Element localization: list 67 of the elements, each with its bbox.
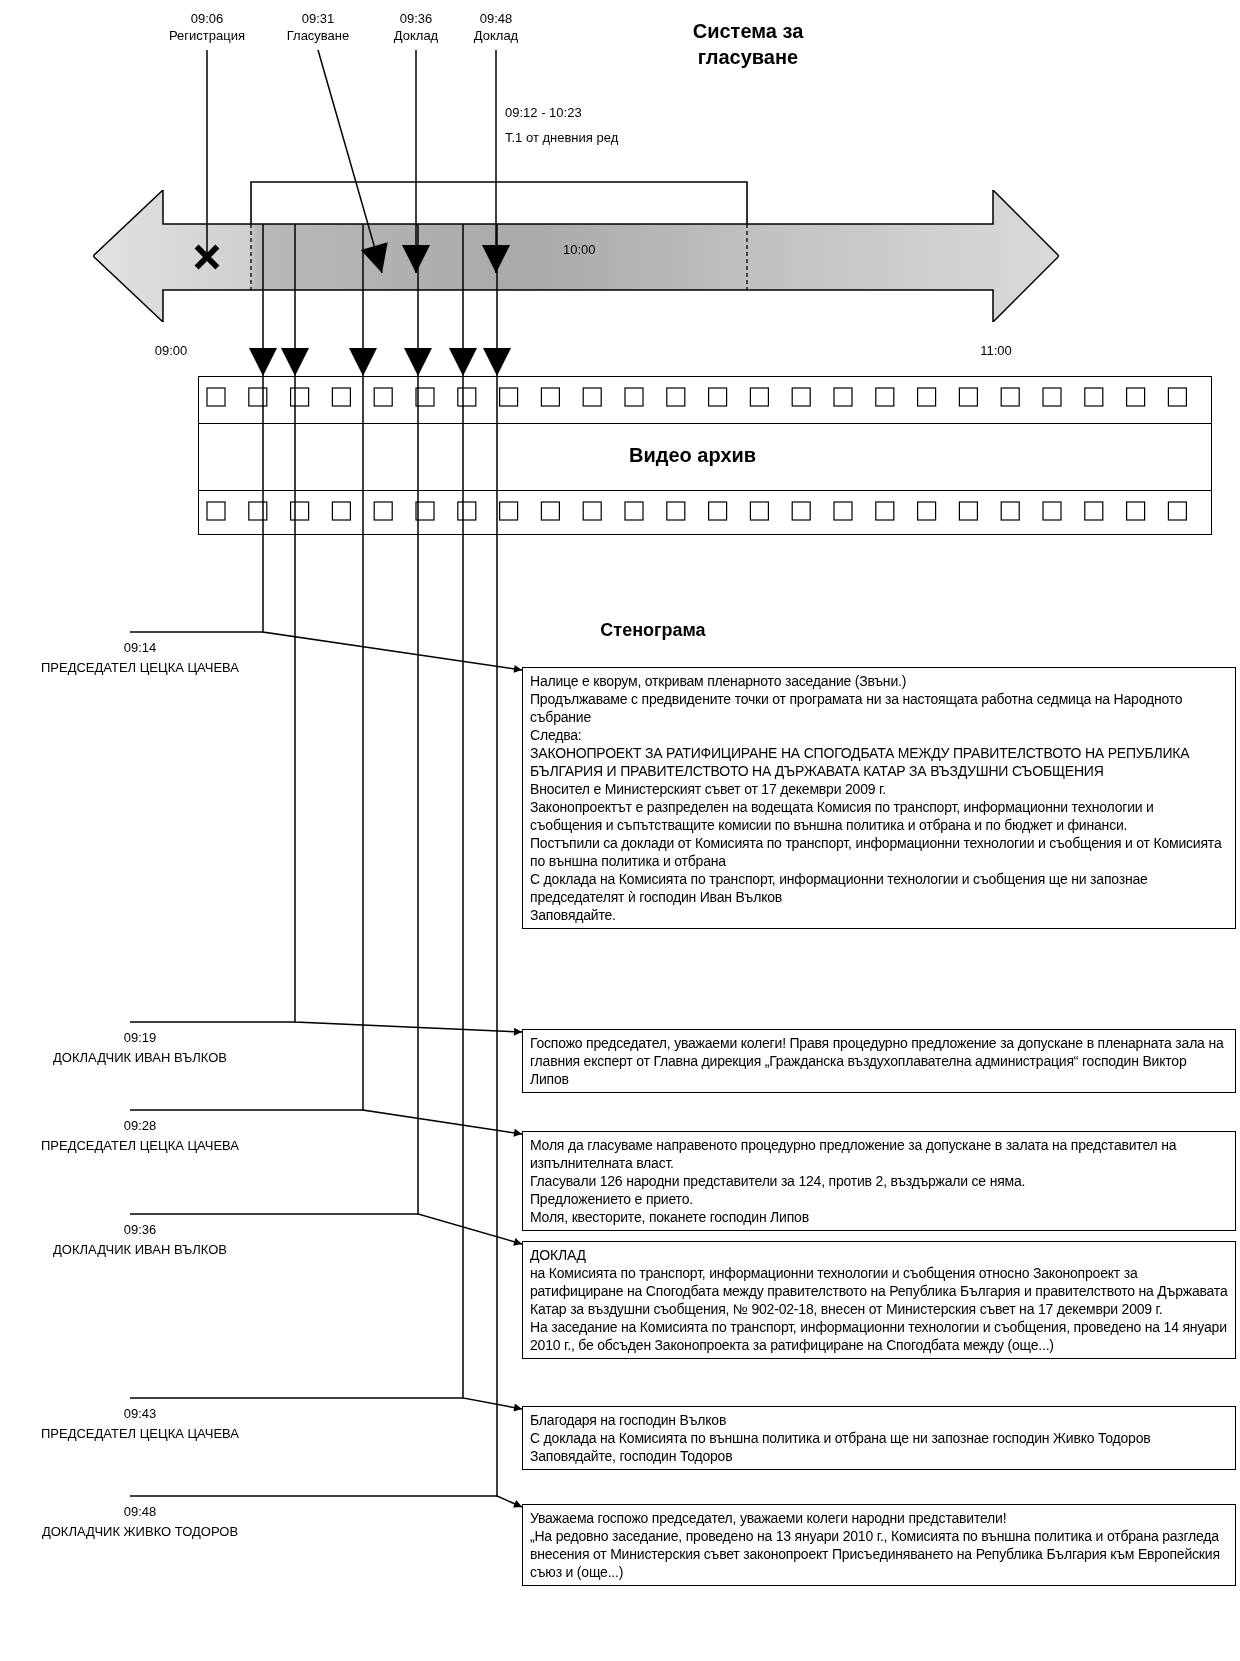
arrow: [294, 375, 523, 1036]
arrow: [417, 375, 523, 1246]
transcript-box: [522, 1029, 1236, 1093]
transcript-box: [522, 1131, 1236, 1231]
event-time: 09:48: [478, 10, 514, 27]
speaker-name: ДОКЛАДЧИК ЖИВКО ТОДОРОВ: [40, 1523, 240, 1541]
transcript-paragraph: Заповядайте, господин Тодоров: [530, 1447, 734, 1465]
section-heading: Система за гласуване: [691, 19, 805, 70]
transcript-paragraph: С доклада на Комисията по транспорт, информационни технологии и съобщения ще ни запознае председателят ѝ господин Иван Вълков: [530, 870, 1149, 906]
timestamp: 09:19: [122, 1029, 158, 1047]
section-heading: Стенограма: [599, 620, 707, 641]
arrow: [482, 49, 510, 274]
timestamp: 09:43: [122, 1405, 158, 1423]
transcript-box: [522, 1241, 1236, 1359]
event-time: 09:36: [398, 10, 434, 27]
transcript-paragraph: Заповядайте.: [530, 906, 617, 924]
arrow: [362, 375, 523, 1137]
transcript-paragraph: Продължаваме с предвидените точки от програмата ни за настоящата работна седмица на Народното събрание: [530, 690, 1184, 726]
transcript-paragraph: Уважаема госпожо председател, уважаеми колеги народни представители!: [530, 1509, 1008, 1527]
transcript-paragraph: Постъпили са доклади от Комисията по транспорт, информационни технологии и съобщения и от Комисията по външна политика и отбрана: [530, 834, 1223, 870]
transcript-paragraph: Вносител е Министерският съвет от 17 декември 2009 г.: [530, 780, 887, 798]
axis-label: 09:00: [153, 343, 189, 358]
film-strip: [198, 376, 1212, 535]
transcript-paragraph: Законопроектът е разпределен на водещата Комисия по транспорт, информационни технологии и съобщения и съпътстващите комисии по външна политика и отбрана и по бюджет и финанси.: [530, 798, 1155, 834]
arrow: [496, 375, 523, 1508]
speaker-name: ДОКЛАДЧИК ИВАН ВЪЛКОВ: [52, 1049, 228, 1067]
event-name: Доклад: [392, 27, 440, 44]
transcript-paragraph: Налице е кворум, откривам пленарното заседание (Звъни.): [530, 672, 908, 690]
transcript-paragraph: ДОКЛАД: [530, 1246, 587, 1264]
transcript-paragraph: Моля, квесторите, поканете господин Липов: [530, 1208, 810, 1226]
transcript-paragraph: Моля да гласуваме направеното процедурно предложение за допускане в залата на представител на изпълнителната власт.: [530, 1136, 1178, 1172]
speaker-name: ДОКЛАДЧИК ИВАН ВЪЛКОВ: [52, 1241, 228, 1259]
transcript-paragraph: С доклада на Комисията по външна политика и отбрана ще ни запознае господин Живко Тодоров: [530, 1429, 1152, 1447]
heading: Видео архив: [629, 444, 757, 467]
transcript-box: [522, 667, 1236, 929]
event-time: 09:06: [189, 10, 225, 27]
tick-label: 10:00: [563, 242, 596, 257]
marker-line: [193, 49, 221, 271]
transcript-paragraph: Предложението е прието.: [530, 1190, 694, 1208]
arrow: [317, 49, 388, 274]
transcript-box: [522, 1504, 1236, 1586]
range-label: 09:12 - 10:23: [505, 105, 582, 120]
event-name: Доклад: [472, 27, 520, 44]
timestamp: 09:28: [122, 1117, 158, 1135]
transcript-box: [522, 1406, 1236, 1470]
transcript-paragraph: Гласували 126 народни представители за 124, против 2, въздържали се няма.: [530, 1172, 1027, 1190]
transcript-paragraph: На заседание на Комисията по транспорт, информационни технологии и съобщения, проведено на 14 януари 2010 г., бе обсъден Законопроекта за ратифициране на Спогодбата между (още...): [530, 1318, 1228, 1354]
transcript-paragraph: „На редовно заседание, проведено на 13 януари 2010 г., Комисията по външна политика и отбрана разгледа внесения от Министерския съвет законопроект Присъединяването на Република България към Европейския съюз и (още...): [530, 1527, 1221, 1581]
transcript-paragraph: Благодаря на господин Вълков: [530, 1411, 728, 1429]
timestamp: 09:48: [122, 1503, 158, 1521]
event-name: Регистрация: [168, 27, 246, 44]
arrow: [462, 375, 523, 1412]
timestamp: 09:14: [122, 639, 158, 657]
event-time: 09:31: [300, 10, 336, 27]
range-label: Т.1 от дневния ред: [505, 130, 619, 145]
arrow: [402, 49, 430, 274]
transcript-paragraph: Госпожо председател, уважаеми колеги! Правя процедурно предложение за допускане в пленарната зала на главния експерт от Главна дирекция „Гражданска въздухоплавателна администрация“ господин Виктор Липов: [530, 1034, 1225, 1088]
speaker-name: ПРЕДСЕДАТЕЛ ЦЕЦКА ЦАЧЕВА: [39, 1137, 240, 1155]
axis-label: 11:00: [979, 343, 1013, 358]
arrow: [262, 375, 523, 673]
speaker-name: ПРЕДСЕДАТЕЛ ЦЕЦКА ЦАЧЕВА: [39, 1425, 240, 1443]
speaker-name: ПРЕДСЕДАТЕЛ ЦЕЦКА ЦАЧЕВА: [39, 659, 240, 677]
transcript-paragraph: на Комисията по транспорт, информационни технологии и съобщения относно Законопроект за ратифициране на Спогодбата между правителството на Република България и правителството на Държавата Катар за въздушни съобщения, № 902-02-18, внесен от Министерския съвет на 17 декември 2009 г.: [530, 1264, 1228, 1318]
timestamp: 09:36: [122, 1221, 158, 1239]
event-name: Гласуване: [285, 27, 351, 44]
transcript-paragraph: ЗАКОНОПРОЕКТ ЗА РАТИФИЦИРАНЕ НА СПОГОДБАТА МЕЖДУ ПРАВИТЕЛСТВОТО НА РЕПУБЛИКА БЪЛГАРИЯ И ПРАВИТЕЛСТВОТО НА ДЪРЖАВАТА КАТАР ЗА ВЪЗДУШНИ СЪОБЩЕНИЯ: [530, 744, 1191, 780]
transcript-paragraph: Следва:: [530, 726, 583, 744]
